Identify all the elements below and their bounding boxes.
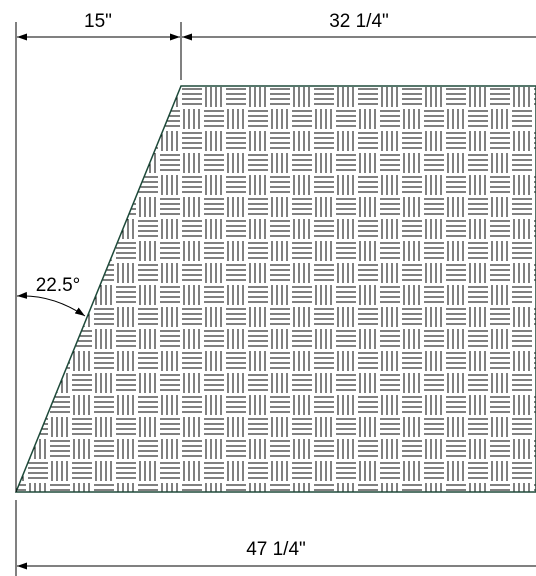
angle-arc (16, 291, 86, 317)
top-offset-label: 15" (84, 11, 112, 32)
trapezoid-panel (14, 85, 536, 493)
top-width-label: 32 1/4" (329, 11, 389, 32)
bottom-width-label: 47 1/4" (246, 539, 306, 560)
angle-label: 22.5° (36, 275, 81, 296)
angle-label-backdrop (27, 272, 89, 294)
